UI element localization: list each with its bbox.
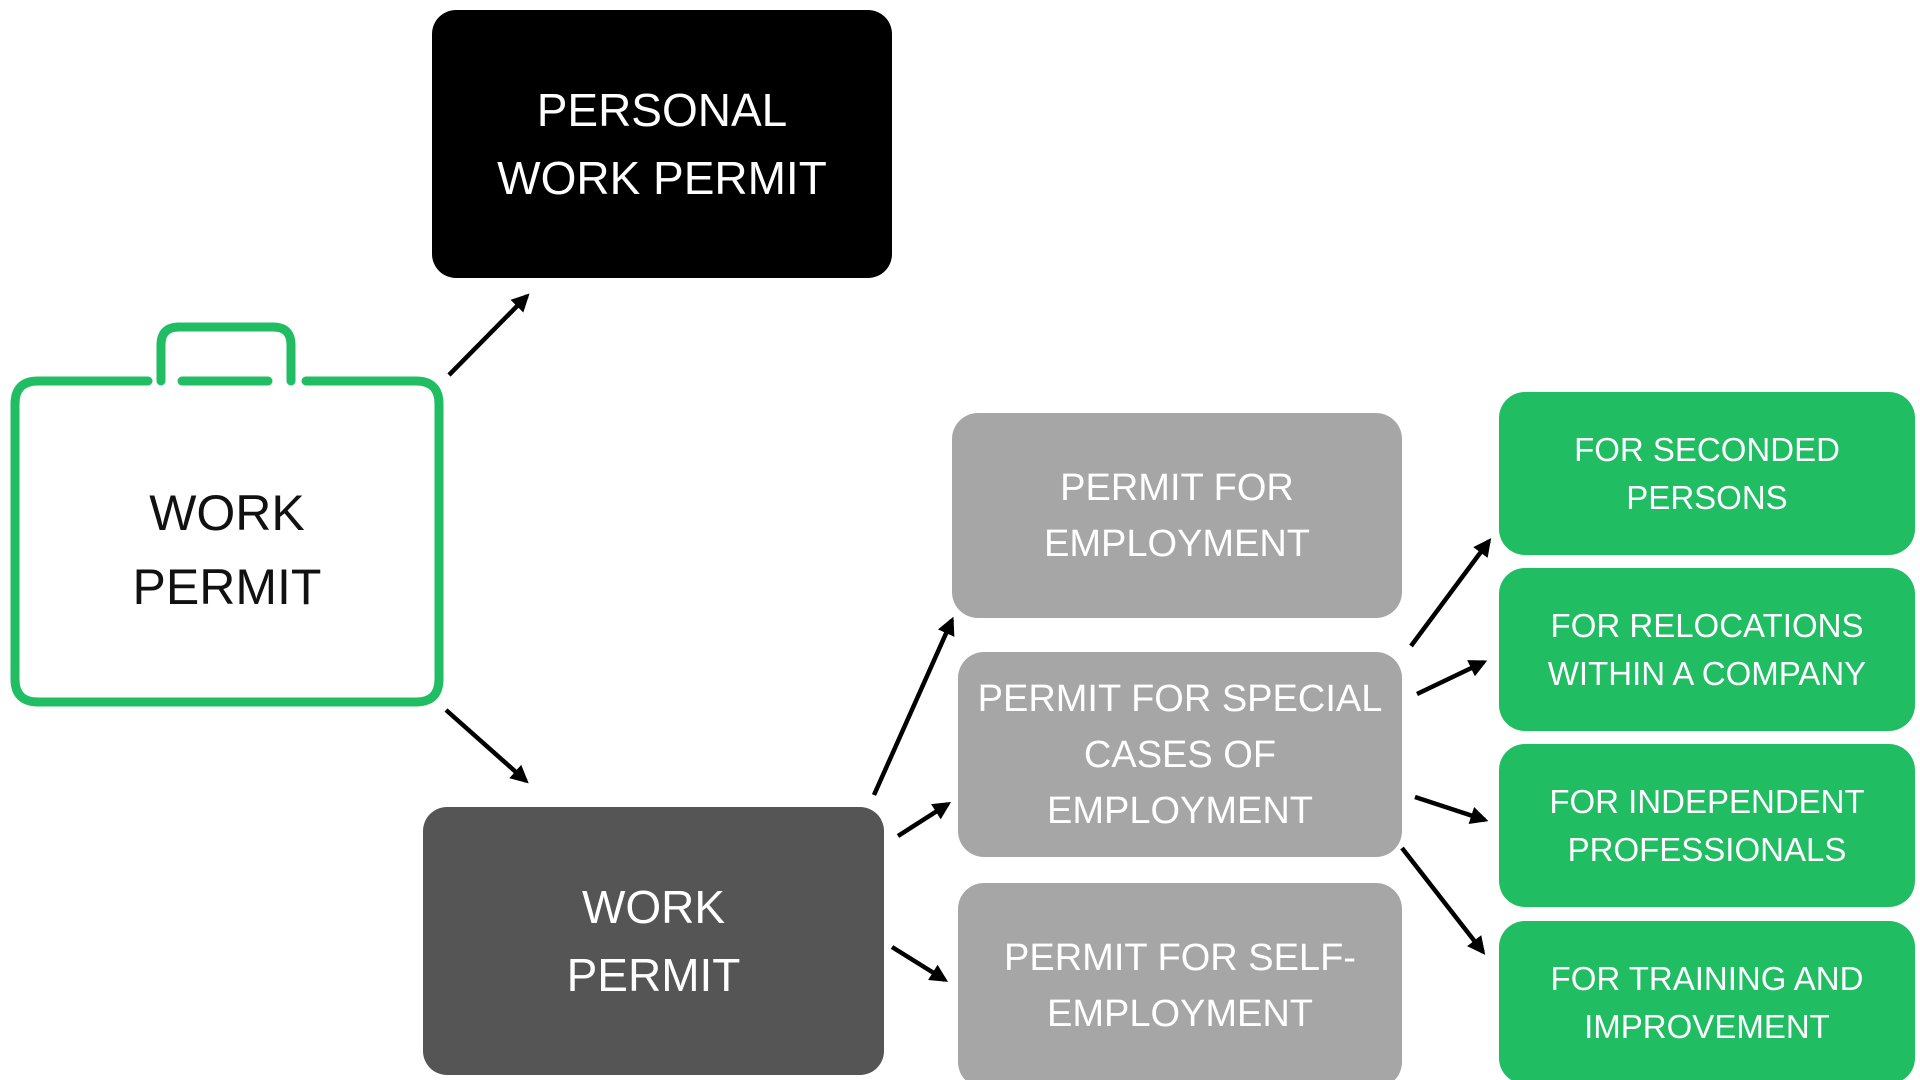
- permit-for-employment-box: PERMIT FOR EMPLOYMENT: [952, 413, 1402, 618]
- work-permit-box: WORK PERMIT: [423, 807, 884, 1075]
- for-seconded-persons-box: FOR SECONDED PERSONS: [1499, 392, 1915, 555]
- arrow-work-to-special: [896, 802, 952, 838]
- arrow-case-to-personal: [447, 293, 530, 377]
- permit-for-special-cases-box: PERMIT FOR SPECIAL CASES OF EMPLOYMENT: [958, 652, 1402, 857]
- for-training-box: FOR TRAINING AND IMPROVEMENT: [1499, 921, 1915, 1080]
- arrow-special-to-seconded: [1409, 538, 1492, 648]
- arrow-special-to-independent: [1414, 794, 1489, 825]
- for-relocations-box: FOR RELOCATIONS WITHIN A COMPANY: [1499, 568, 1915, 731]
- briefcase-label: WORK PERMIT: [132, 485, 322, 615]
- arrow-work-to-employment: [871, 616, 955, 796]
- arrow-special-to-relocations: [1416, 659, 1488, 697]
- for-independent-professionals-box: FOR INDEPENDENT PROFESSIONALS: [1499, 744, 1915, 907]
- arrow-case-to-work: [444, 708, 529, 784]
- arrow-special-to-training: [1400, 846, 1486, 955]
- permit-for-self-employment-box: PERMIT FOR SELF- EMPLOYMENT: [958, 883, 1402, 1080]
- arrow-work-to-self: [890, 945, 949, 982]
- personal-work-permit-box: PERSONAL WORK PERMIT: [432, 10, 892, 278]
